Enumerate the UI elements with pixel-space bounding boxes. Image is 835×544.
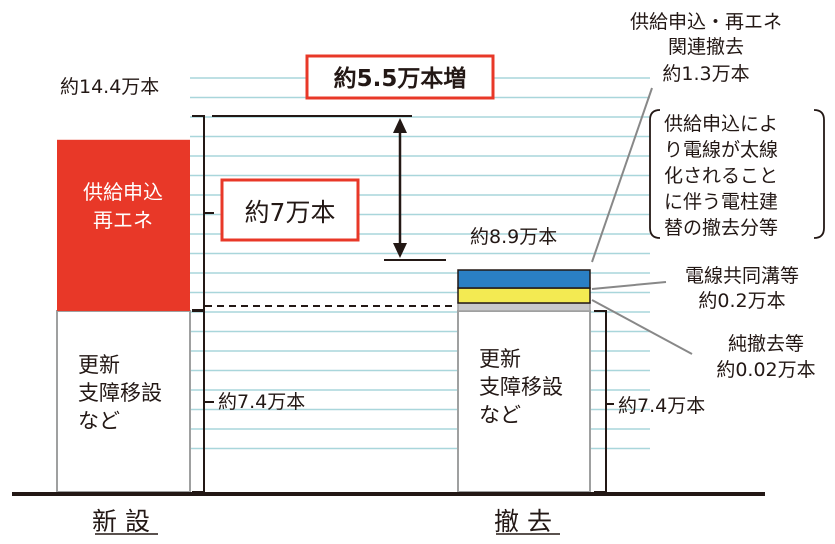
- bar-new: 供給申込 再エネ 更新 支障移設 など 約14.4万本: [56, 76, 191, 493]
- callout-supply-leader: [591, 87, 653, 263]
- bar-new-top-label-2: 再エネ: [93, 208, 153, 232]
- callout-pure-leader: [591, 299, 693, 355]
- brace-new-base: [192, 310, 214, 493]
- bar-new-base-label-3: など: [78, 409, 120, 433]
- brace-removal-base: [594, 310, 614, 493]
- difference-arrow-head-bottom: [393, 243, 407, 258]
- bar-removal-underground-segment: [457, 287, 591, 304]
- bar-new-base-segment: [56, 310, 191, 493]
- bar-new-top-label-1: 供給申込: [83, 180, 163, 204]
- bar-new-base-label-1: 更新: [78, 353, 120, 377]
- callout-supply-line-3: 約1.3万本: [662, 63, 749, 85]
- increase-red-box: [220, 178, 360, 242]
- brace-new-base-label: 約7.4万本: [218, 391, 305, 413]
- note-line-1: 供給申込によ: [664, 113, 778, 135]
- bar-removal-total-label: 約8.9万本: [470, 226, 557, 248]
- category-label-removal: 撤去: [494, 507, 560, 536]
- callout-underground-line-1: 電線共同溝等: [685, 265, 799, 287]
- bar-removal-base-segment: [457, 310, 591, 493]
- bar-removal: 更新 支障移設 など 約8.9万本: [457, 226, 591, 493]
- bar-new-total-label: 約14.4万本: [60, 76, 159, 98]
- difference-box: [305, 54, 495, 100]
- brace-new-top: [192, 115, 214, 311]
- bar-removal-base-label-3: など: [479, 403, 521, 427]
- callout-underground-leader: [591, 281, 667, 290]
- note-line-3: 化されること: [664, 165, 778, 187]
- category-label-new: 新設: [92, 507, 158, 536]
- note-line-4: に伴う電柱建: [664, 191, 778, 213]
- callout-pure-line-2: 約0.02万本: [716, 359, 815, 381]
- bar-removal-supply-segment: [457, 269, 591, 289]
- callout-pure-line-1: 純撤去等: [728, 333, 804, 355]
- difference-arrow-head-top: [393, 118, 407, 133]
- difference-label: 約5.5万本増: [334, 65, 467, 92]
- note-bracket-right: [813, 109, 825, 239]
- bar-removal-pure-segment: [457, 302, 591, 312]
- bar-new-supply-segment: [57, 139, 190, 311]
- bar-removal-base-label-1: 更新: [479, 347, 521, 371]
- bar-new-base-label-2: 支障移設: [78, 381, 162, 405]
- bar-removal-base-label-2: 支障移設: [479, 375, 563, 399]
- note-line-5: 替の撤去分等: [664, 217, 778, 239]
- callout-underground-line-2: 約0.2万本: [698, 290, 785, 312]
- callout-supply-line-1: 供給申込・再エネ: [630, 11, 782, 33]
- callout-supply-line-2: 関連撤去: [668, 36, 744, 58]
- brace-removal-base-label: 約7.4万本: [618, 395, 705, 417]
- note-line-2: り電線が太線: [664, 139, 778, 161]
- increase-red-label: 約7万本: [245, 198, 336, 227]
- note-bracket-left: [649, 109, 661, 239]
